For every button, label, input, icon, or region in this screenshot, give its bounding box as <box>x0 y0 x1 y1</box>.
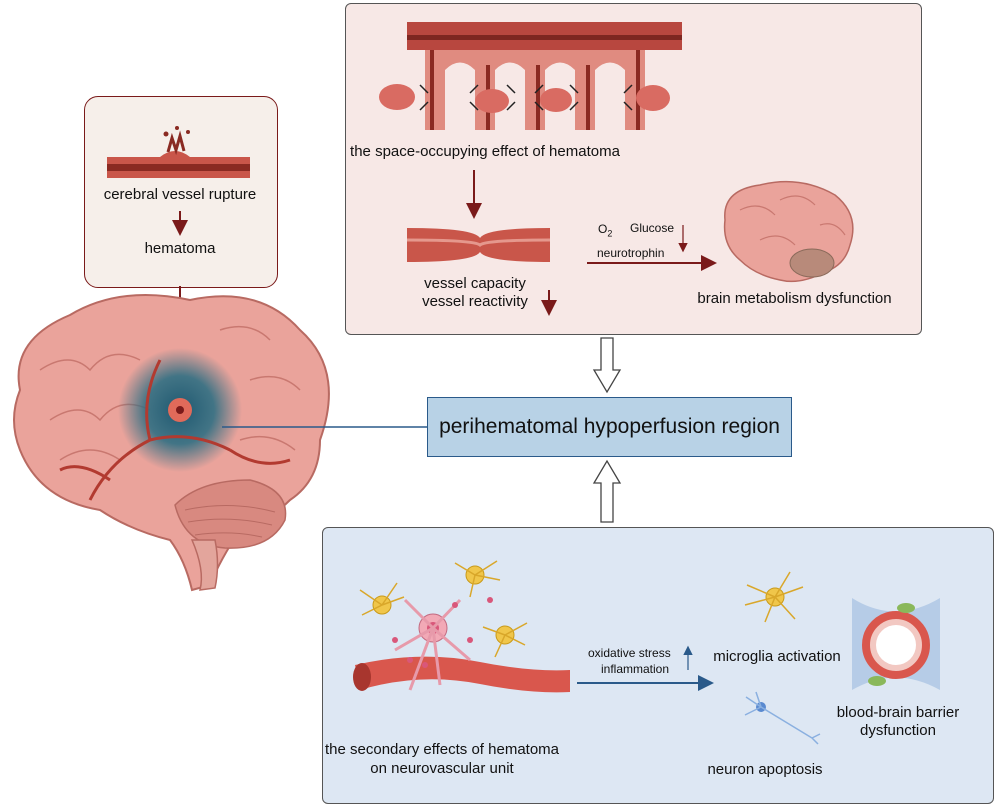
inflammation-label: inflammation <box>601 662 670 676</box>
small-brain-icon <box>723 180 854 283</box>
oxygen-label: O2 <box>598 222 613 239</box>
brain-illustration <box>13 294 330 592</box>
glucose-label: Glucose <box>630 221 675 235</box>
up-hollow-arrow <box>592 459 622 523</box>
vessel-rupture-label: cerebral vessel rupture <box>103 186 257 203</box>
vessel-reactivity-label: vessel reactivity <box>422 293 528 310</box>
microglia-icon <box>744 571 804 623</box>
narrowed-vessel-icon <box>406 228 551 262</box>
bbb-label-line1: blood-brain barrier <box>836 704 960 721</box>
neurotrophin-label: neurotrophin <box>597 246 665 260</box>
oxidative-stress-label: oxidative stress <box>588 646 671 660</box>
rupture-panel <box>84 96 278 288</box>
vessel-capacity-label: vessel capacity <box>424 275 526 292</box>
ruptured-vessel-icon <box>107 126 250 178</box>
hypoperfusion-region-box: perihematomal hypoperfusion region <box>427 397 792 457</box>
brain-dysfunction-label: brain metabolism dysfunction <box>697 290 892 307</box>
vessel-wall-illustration <box>379 22 682 130</box>
space-effect-label: the space-occupying effect of hematoma <box>350 143 620 160</box>
bbb-label-line2: dysfunction <box>860 722 936 739</box>
secondary-effects-line2: on neurovascular unit <box>370 760 514 777</box>
hematoma-label: hematoma <box>144 240 216 257</box>
apoptotic-neuron-icon <box>744 691 821 745</box>
bbb-icon <box>852 598 940 690</box>
secondary-effects-line1: the secondary effects of hematoma <box>324 741 560 758</box>
neurovascular-unit-illustration <box>353 560 570 693</box>
down-hollow-arrow <box>592 337 622 394</box>
microglia-activation-label: microglia activation <box>713 648 841 665</box>
neuron-apoptosis-label: neuron apoptosis <box>707 761 823 778</box>
